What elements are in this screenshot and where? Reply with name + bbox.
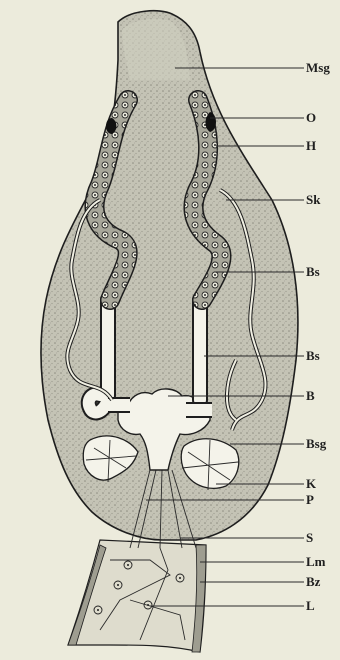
label-lm: Lm — [306, 554, 326, 569]
label-bz: Bz — [306, 574, 321, 589]
label-p: P — [306, 492, 314, 507]
label-s: S — [306, 530, 313, 545]
label-k: K — [306, 476, 317, 491]
label-o: O — [306, 110, 316, 125]
label-msg: Msg — [306, 60, 330, 75]
label-h: H — [306, 138, 316, 153]
label-l: L — [306, 598, 315, 613]
label-b: B — [306, 388, 315, 403]
label-bs-upper: Bs — [306, 264, 320, 279]
label-sk: Sk — [306, 192, 321, 207]
label-bsg: Bsg — [306, 436, 327, 451]
label-bs-lower: Bs — [306, 348, 320, 363]
